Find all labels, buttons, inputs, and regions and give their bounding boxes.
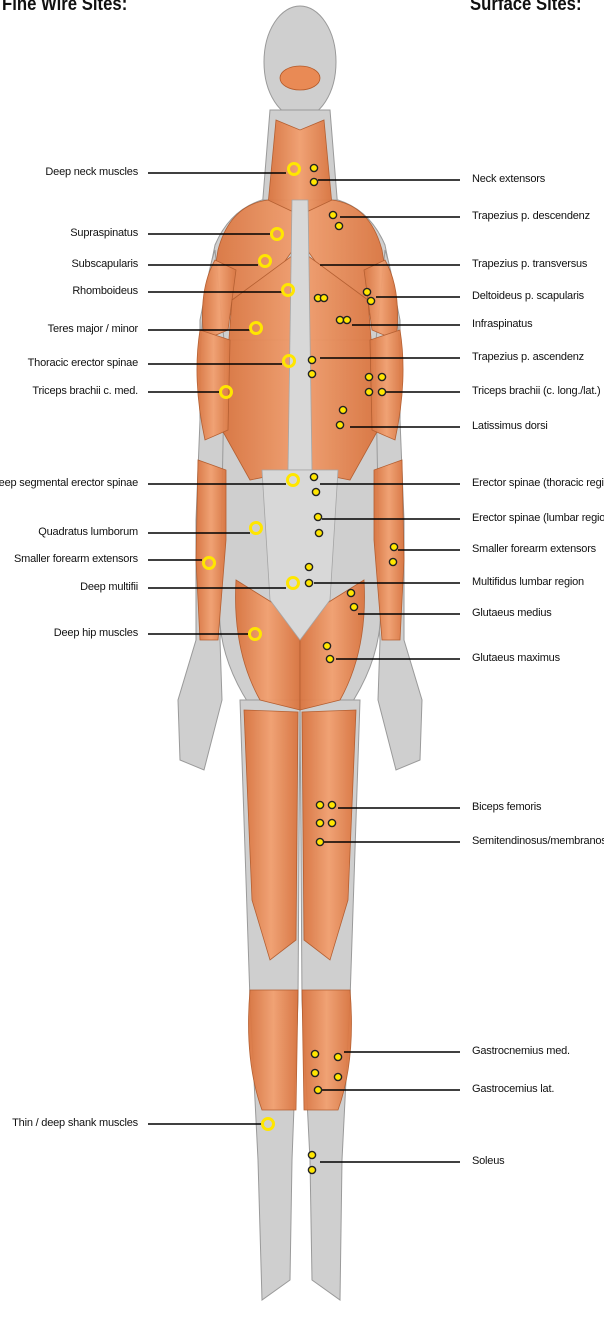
- surface-electrode-dot: [308, 1166, 315, 1173]
- surface-electrode-dot: [314, 513, 321, 520]
- surface-electrode-dot: [320, 294, 327, 301]
- surface-electrode-dot: [336, 421, 343, 428]
- surface-electrode-dot: [367, 297, 374, 304]
- surface-label: Latissimus dorsi: [472, 420, 548, 432]
- surface-electrode-dot: [305, 563, 312, 570]
- surface-electrode-dot: [390, 543, 397, 550]
- surface-electrode-dot: [365, 388, 372, 395]
- surface-electrode-dot: [312, 488, 319, 495]
- surface-electrode-dot: [328, 801, 335, 808]
- fine-wire-label: Triceps brachii c. med.: [32, 385, 138, 397]
- surface-electrode-dot: [316, 801, 323, 808]
- surface-electrode-dot: [305, 579, 312, 586]
- surface-electrode-dot: [314, 1086, 321, 1093]
- surface-electrode-dot: [378, 388, 385, 395]
- surface-label: Semitendinosus/membranosus: [472, 835, 604, 847]
- surface-electrode-dot: [378, 373, 385, 380]
- surface-electrode-dot: [311, 1050, 318, 1057]
- surface-electrode-dot: [311, 1069, 318, 1076]
- surface-label: Soleus: [472, 1155, 504, 1167]
- surface-electrode-dot: [343, 316, 350, 323]
- surface-label: Triceps brachii (c. long./lat.): [472, 385, 601, 397]
- fine-wire-label: Thin / deep shank muscles: [12, 1117, 138, 1129]
- surface-label: Deltoideus p. scapularis: [472, 290, 584, 302]
- surface-electrode-dot: [308, 356, 315, 363]
- fine-wire-label: Supraspinatus: [70, 227, 138, 239]
- fine-wire-label: Deep neck muscles: [45, 166, 138, 178]
- surface-label: Neck extensors: [472, 173, 545, 185]
- fine-wire-label: Rhomboideus: [72, 285, 138, 297]
- surface-label: Glutaeus medius: [472, 607, 552, 619]
- surface-electrode-dot: [389, 558, 396, 565]
- surface-electrode-dot: [310, 164, 317, 171]
- fine-wire-label: Deep multifii: [80, 581, 138, 593]
- surface-label: Erector spinae (lumbar region): [472, 512, 604, 524]
- surface-electrode-dot: [347, 589, 354, 596]
- surface-electrode-dot: [308, 370, 315, 377]
- surface-electrode-dot: [310, 473, 317, 480]
- surface-label: Multifidus lumbar region: [472, 576, 584, 588]
- fine-wire-label: Teres major / minor: [48, 323, 138, 335]
- surface-label: Erector spinae (thoracic region): [472, 477, 604, 489]
- surface-label: Smaller forearm extensors: [472, 543, 596, 555]
- surface-label: Glutaeus maximus: [472, 652, 560, 664]
- surface-electrode-dot: [334, 1053, 341, 1060]
- surface-label: Trapezius p. ascendenz: [472, 351, 584, 363]
- fine-wire-label: Subscapularis: [72, 258, 139, 270]
- surface-electrode-dot: [323, 642, 330, 649]
- fine-wire-label: Deep hip muscles: [54, 627, 138, 639]
- surface-label: Infraspinatus: [472, 318, 532, 330]
- surface-electrode-dot: [316, 838, 323, 845]
- surface-electrode-dot: [334, 1073, 341, 1080]
- surface-electrode-dot: [336, 316, 343, 323]
- surface-label: Gastrocnemius med.: [472, 1045, 570, 1057]
- surface-label: Trapezius p. descendenz: [472, 210, 590, 222]
- surface-electrode-dot: [308, 1151, 315, 1158]
- surface-electrode-dot: [310, 178, 317, 185]
- surface-electrode-dot: [350, 603, 357, 610]
- surface-electrode-dot: [326, 655, 333, 662]
- surface-electrode-dot: [339, 406, 346, 413]
- surface-electrode-dot: [335, 222, 342, 229]
- fine-wire-label: Deep segmental erector spinae: [0, 477, 138, 489]
- surface-electrode-dot: [316, 819, 323, 826]
- fine-wire-label: Smaller forearm extensors: [14, 553, 138, 565]
- surface-electrode-dot: [315, 529, 322, 536]
- surface-electrode-dot: [328, 819, 335, 826]
- surface-label: Biceps femoris: [472, 801, 541, 813]
- surface-label: Trapezius p. transversus: [472, 258, 587, 270]
- fine-wire-label: Thoracic erector spinae: [28, 357, 138, 369]
- surface-electrode-dot: [363, 288, 370, 295]
- surface-electrode-dot: [329, 211, 336, 218]
- surface-label: Gastrocemius lat.: [472, 1083, 554, 1095]
- surface-electrode-dot: [365, 373, 372, 380]
- fine-wire-label: Quadratus lumborum: [38, 526, 138, 538]
